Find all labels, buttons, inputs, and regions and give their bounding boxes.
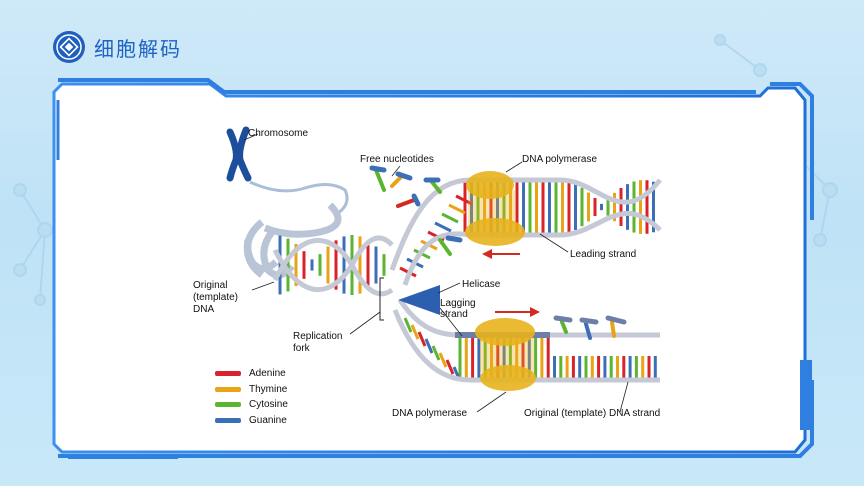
label-leading-strand: Leading strand [570, 249, 637, 260]
label-dna-polymerase-top: DNA polymerase [522, 154, 598, 165]
cell-decode-logo-icon [53, 31, 85, 63]
guanine-swatch [215, 417, 241, 423]
label-helicase: Helicase [462, 279, 501, 290]
legend-label: Adenine [249, 368, 286, 380]
brand-header: 细胞解码 [52, 30, 182, 64]
label-replication-fork-line1: Replication [293, 331, 343, 342]
legend-item-guanine: Guanine [215, 413, 288, 429]
dna-polymerase-bottom [475, 318, 536, 391]
dna-polymerase-top [465, 171, 525, 246]
label-original-dna-line3: DNA [193, 304, 215, 315]
base-pair [417, 331, 427, 347]
base-pair [434, 221, 452, 233]
leader-lines [243, 133, 629, 413]
base-pair [445, 359, 455, 375]
cytosine-swatch [215, 402, 241, 408]
base-pair [431, 345, 441, 361]
label-original-dna-line1: Original [193, 280, 228, 291]
legend-label: Thymine [249, 383, 288, 395]
free-nucleotides [369, 165, 627, 340]
coiled-chromatin [243, 202, 342, 279]
legend-item-adenine: Adenine [215, 366, 288, 382]
label-lagging-strand-line2: strand [440, 309, 468, 320]
base-pair [455, 194, 473, 206]
brand-name: 细胞解码 [94, 36, 182, 61]
lagging-strand-dna [392, 298, 660, 383]
legend-label: Guanine [249, 414, 287, 426]
base-pair [424, 338, 434, 354]
label-free-nucleotides: Free nucleotides [360, 154, 434, 165]
direction-arrows [482, 249, 540, 317]
base-pair [403, 317, 413, 333]
thymine-swatch [215, 386, 241, 392]
label-original-template-strand: Original (template) DNA strand [524, 408, 661, 419]
legend-item-cytosine: Cytosine [215, 397, 288, 413]
label-dna-polymerase-bottom: DNA polymerase [392, 408, 468, 419]
chromosome-icon [226, 126, 252, 182]
leading-strand-helix [389, 177, 662, 286]
helicase-icon [398, 285, 440, 315]
base-pair [438, 352, 448, 368]
parental-dna-helix [272, 235, 394, 297]
label-chromosome: Chromosome [248, 128, 309, 139]
legend-item-thymine: Thymine [215, 382, 288, 398]
base-pair [448, 203, 466, 215]
base-pair [410, 324, 420, 340]
adenine-swatch [215, 371, 241, 377]
base-pair [441, 212, 459, 224]
base-legend: Adenine Thymine Cytosine Guanine [215, 366, 288, 428]
label-lagging-strand-line1: Lagging [440, 298, 476, 309]
label-replication-fork-line2: fork [293, 343, 310, 354]
label-original-dna-line2: (template) [193, 292, 239, 303]
legend-label: Cytosine [249, 399, 288, 411]
